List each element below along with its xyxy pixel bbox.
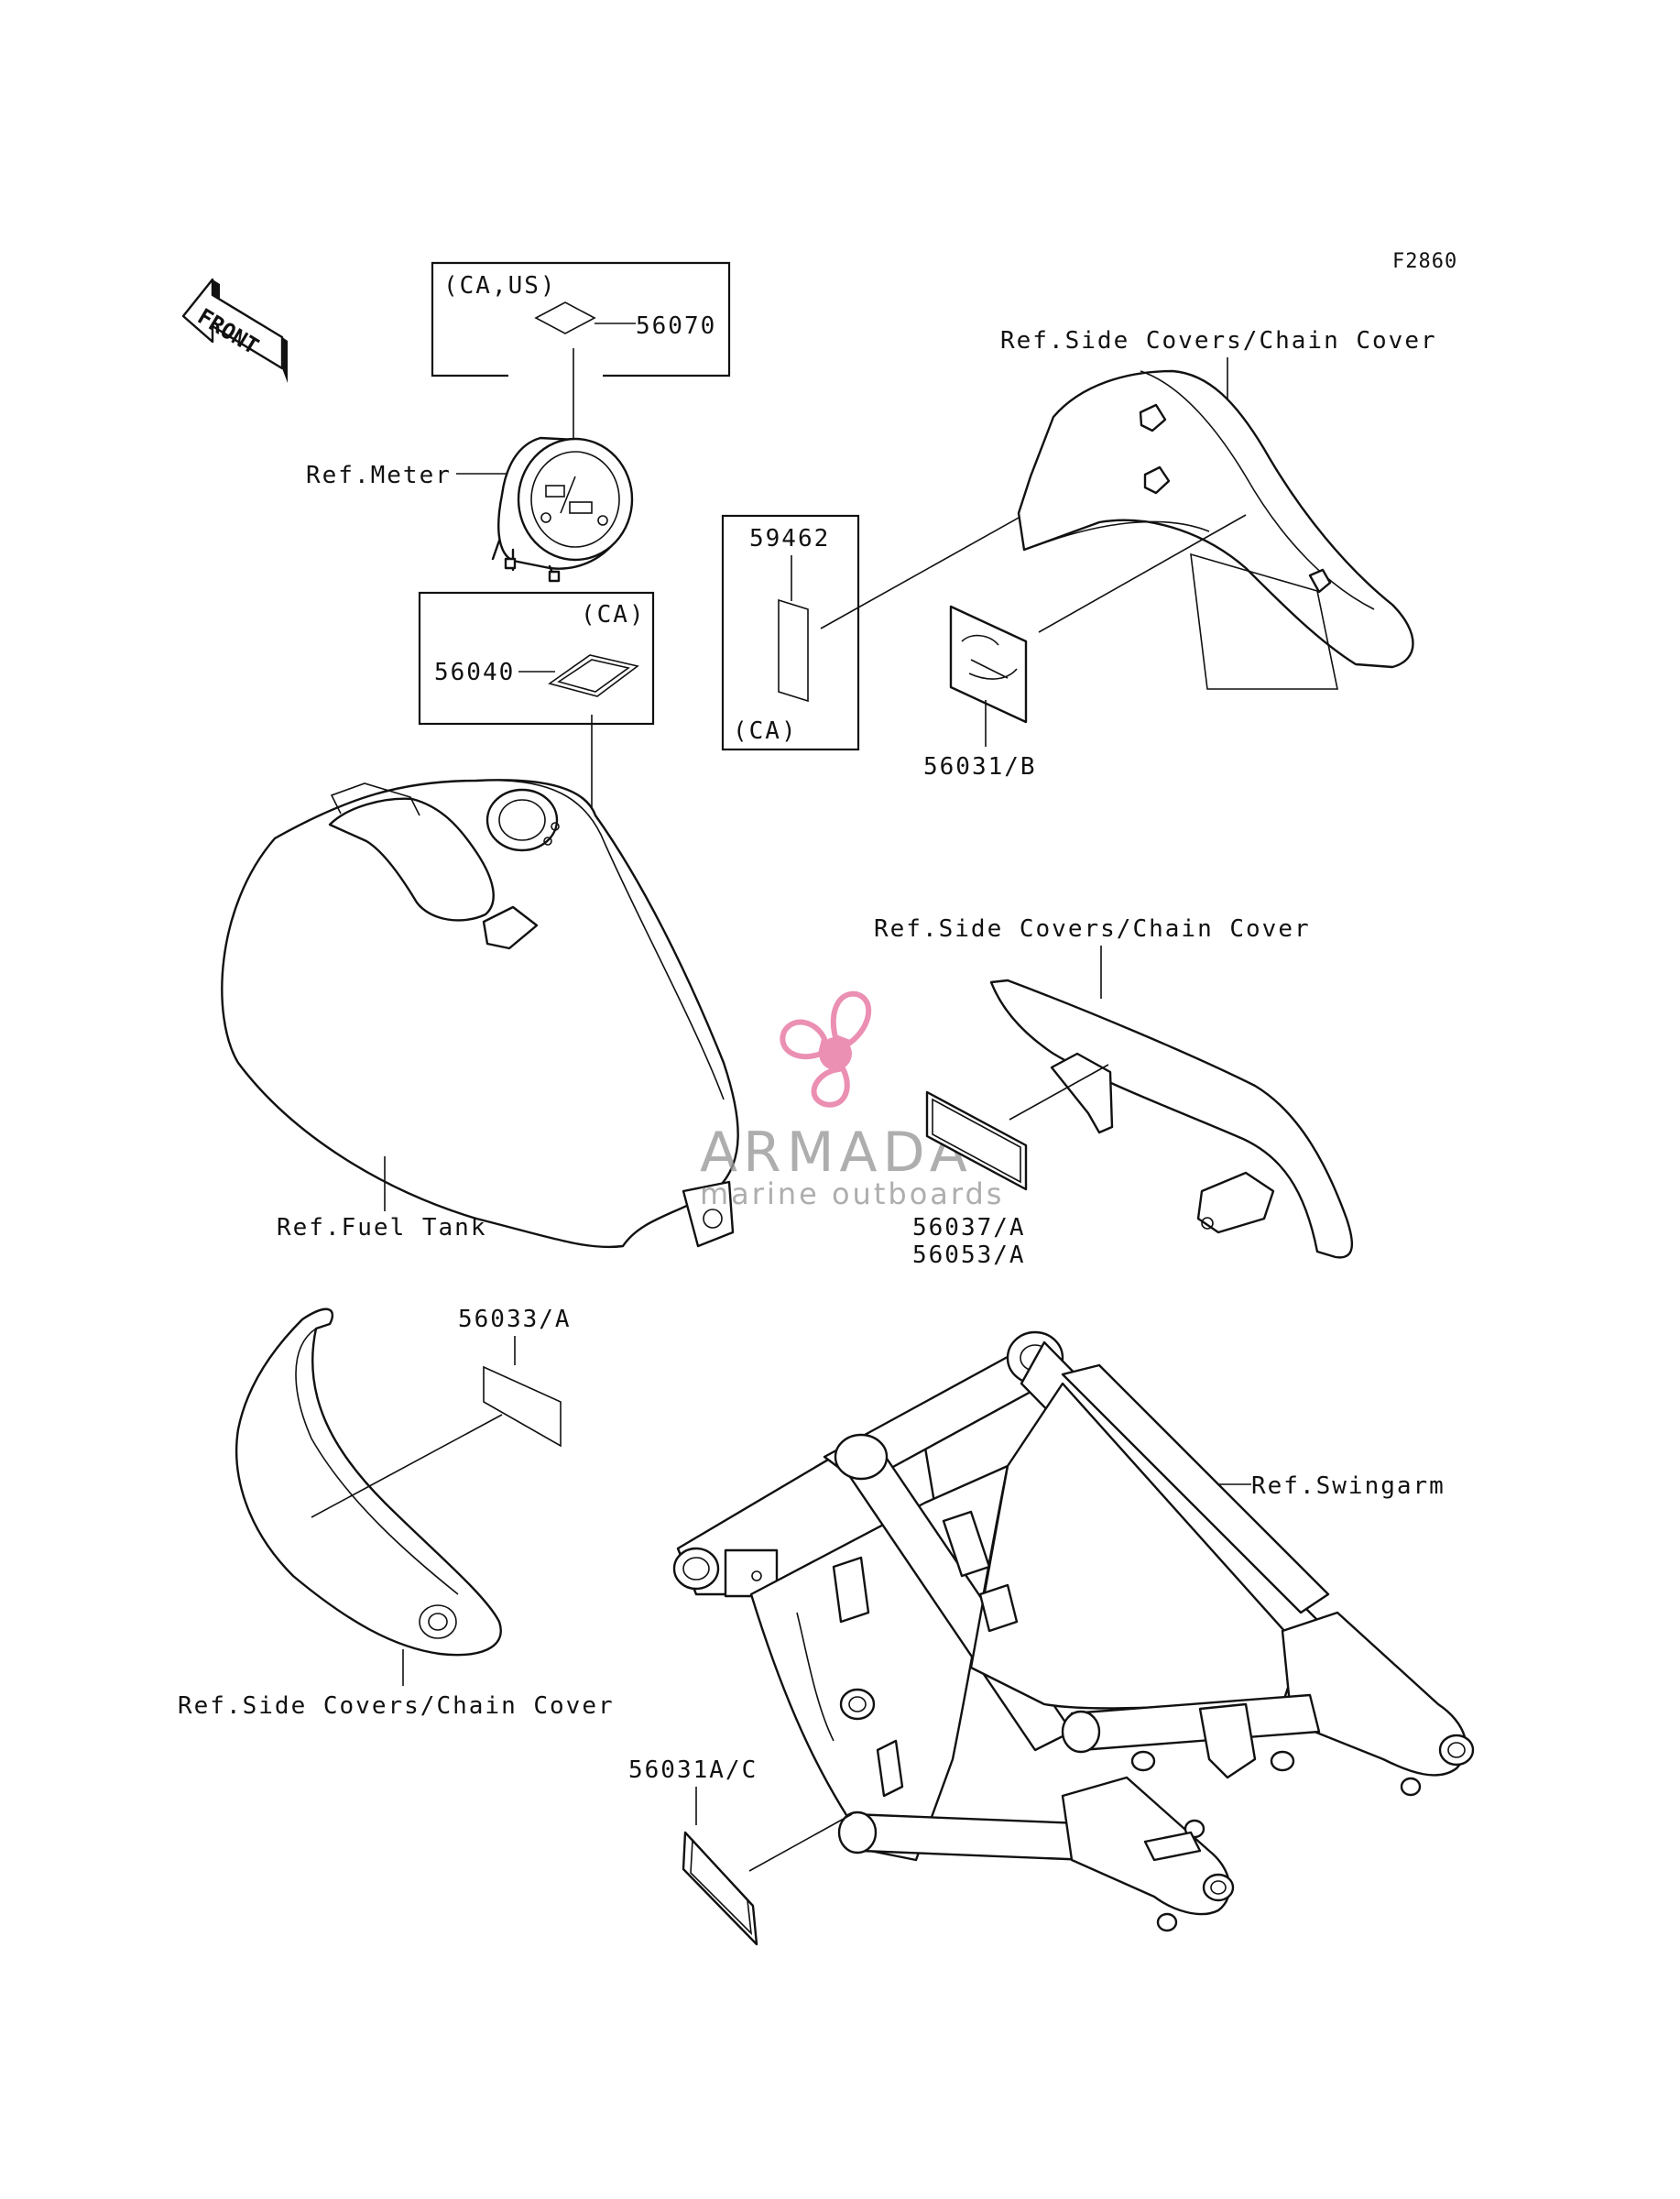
watermark-tagline: marine outboards — [700, 1176, 1004, 1211]
ref-side-covers-bottom: Ref.Side Covers/Chain Cover — [178, 1692, 615, 1720]
figure-code: F2860 — [1392, 250, 1457, 273]
armada-logo-icon — [780, 990, 872, 1108]
ref-swingarm: Ref.Swingarm — [1251, 1472, 1445, 1500]
label-56031b: 56031/B — [923, 605, 1037, 781]
part-59462: 59462 — [749, 525, 830, 552]
side-cover-top-illustration — [1017, 369, 1414, 690]
callout-box-56040: (CA) 56040 — [418, 591, 655, 881]
callout-box-56070: (CA,US) 56070 — [431, 261, 731, 476]
part-56031b: 56031/B — [923, 753, 1037, 781]
part-56033a: 56033/A — [458, 1306, 572, 1333]
ref-meter-label: Ref.Meter — [306, 462, 452, 489]
label-56033a — [311, 1365, 562, 1518]
part-56070: 56070 — [636, 312, 716, 340]
region-ca-56040: (CA) — [581, 601, 646, 629]
ref-fuel-tank: Ref.Fuel Tank — [277, 1214, 487, 1242]
chain-cover-mid-illustration — [989, 979, 1353, 1259]
side-cover-left-illustration — [235, 1307, 502, 1657]
fuel-tank-illustration — [221, 779, 739, 1249]
part-56053a: 56053/A — [912, 1242, 1026, 1269]
label-56037a — [925, 1064, 1109, 1191]
label-56031ac — [682, 1813, 853, 1946]
part-56040: 56040 — [434, 659, 515, 686]
ref-side-covers-top: Ref.Side Covers/Chain Cover — [1000, 327, 1437, 355]
swingarm-illustration — [672, 1330, 1475, 1932]
watermark-brand: ARMADA — [700, 1121, 973, 1185]
ref-side-covers-mid: Ref.Side Covers/Chain Cover — [874, 915, 1311, 943]
region-ca-59462: (CA) — [733, 717, 798, 745]
part-56031ac: 56031A/C — [628, 1756, 758, 1784]
front-arrow-icon: FRONT — [181, 278, 288, 383]
meter-illustration — [491, 436, 634, 583]
region-ca-us: (CA,US) — [443, 272, 557, 300]
part-56037a: 56037/A — [912, 1214, 1026, 1242]
